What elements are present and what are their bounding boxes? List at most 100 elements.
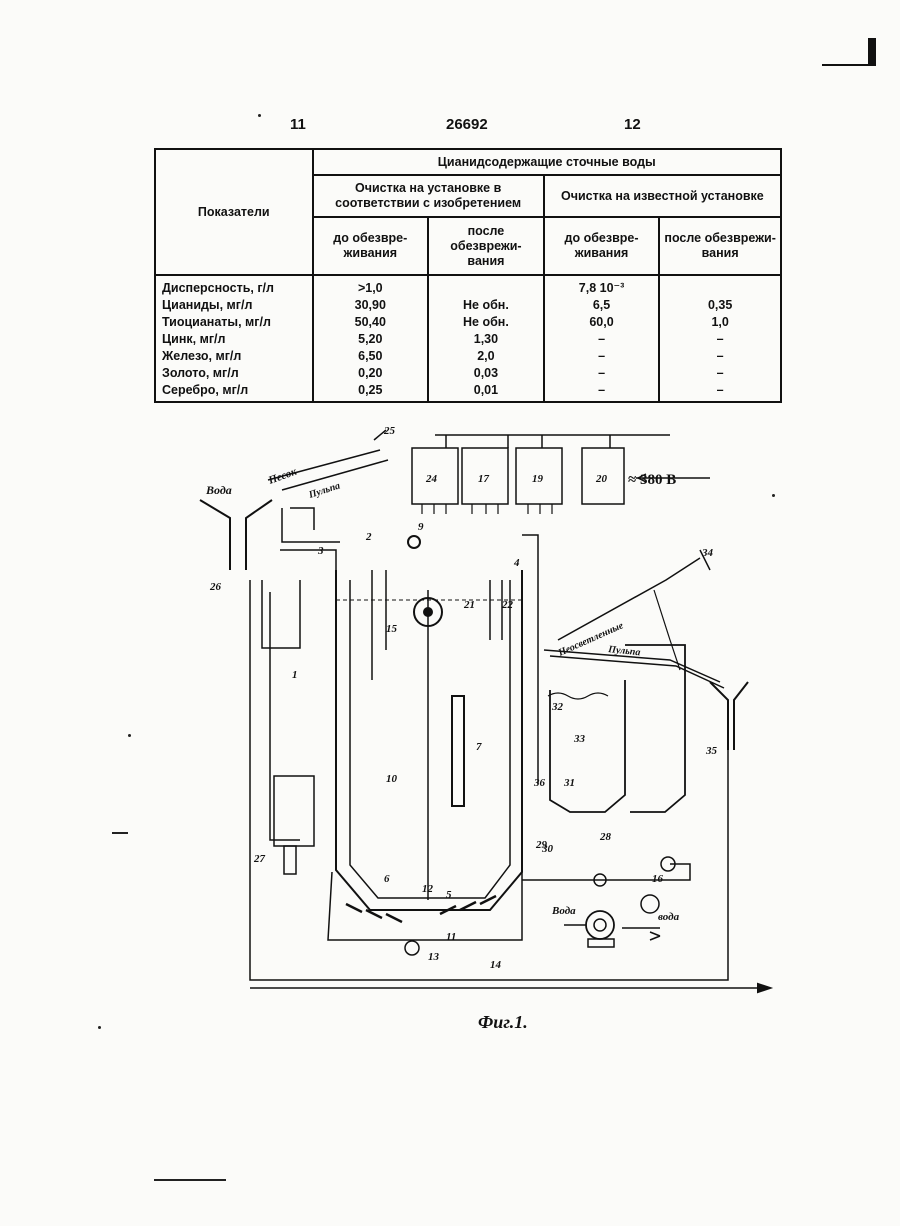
settler-33 — [550, 680, 625, 812]
table-row: Золото, мг/л0,200,03–– — [155, 365, 781, 382]
callout-34: 34 — [701, 547, 714, 559]
unit-19-label: 19 — [532, 473, 544, 485]
header-group: Цианидсодержащие сточные воды — [313, 149, 781, 175]
cell-value: 1,30 — [428, 331, 544, 348]
cell-value: >1,0 — [313, 275, 429, 297]
cell-value: 0,03 — [428, 365, 544, 382]
cell-value: 60,0 — [544, 314, 660, 331]
callout-35: 35 — [705, 745, 718, 757]
callout-11: 11 — [446, 931, 456, 943]
header-indicators: Показатели — [155, 149, 313, 275]
pump-15 — [586, 911, 614, 939]
callout-6: 6 — [384, 873, 390, 885]
callout-25: 25 — [383, 425, 396, 437]
callout-26: 26 — [209, 581, 222, 593]
corner-registration-mark — [822, 36, 878, 68]
table-row: Цианиды, мг/л30,90Не обн.6,50,35 — [155, 297, 781, 314]
row-label: Цинк, мг/л — [155, 331, 313, 348]
right-page-number: 12 — [624, 116, 641, 133]
col-after-1: после обезврежи-вания — [428, 217, 544, 275]
row-label: Цианиды, мг/л — [155, 297, 313, 314]
row-label: Тиоцианаты, мг/л — [155, 314, 313, 331]
callout-16: 16 — [652, 873, 664, 885]
cell-value: 6,5 — [544, 297, 660, 314]
cell-value: 0,01 — [428, 382, 544, 402]
cell-value: 1,0 — [659, 314, 781, 331]
callout-15: 15 — [386, 623, 398, 635]
cell-value: Не обн. — [428, 314, 544, 331]
callout-5: 5 — [446, 889, 452, 901]
cell-value: – — [544, 382, 660, 402]
callout-1: 1 — [292, 669, 298, 681]
callout-12: 12 — [422, 883, 434, 895]
label-pulpa-right: Пульпа — [607, 644, 641, 658]
label-pesok: Песок — [266, 465, 299, 487]
callout-32: 32 — [551, 701, 564, 713]
cell-value: – — [659, 348, 781, 365]
label-voda-left: Вода — [205, 483, 232, 497]
cell-value: 30,90 — [313, 297, 429, 314]
cell-value — [659, 275, 781, 297]
cell-value — [428, 275, 544, 297]
scan-speck — [128, 734, 131, 737]
cell-value: 6,50 — [313, 348, 429, 365]
table-row: Тиоцианаты, мг/л50,40Не обн.60,01,0 — [155, 314, 781, 331]
callout-30: 30 — [541, 843, 554, 855]
cell-value: 7,8 10⁻³ — [544, 275, 660, 297]
callout-7: 7 — [476, 741, 482, 753]
row-label: Золото, мг/л — [155, 365, 313, 382]
cell-value: 50,40 — [313, 314, 429, 331]
callout-10: 10 — [386, 773, 398, 785]
settler-35 — [625, 645, 685, 812]
scan-dash — [112, 832, 128, 834]
reactor-tank — [336, 570, 522, 910]
row-label: Железо, мг/л — [155, 348, 313, 365]
callout-27: 27 — [253, 853, 266, 865]
left-page-number: 11 — [290, 116, 306, 133]
table-row: Железо, мг/л6,502,0–– — [155, 348, 781, 365]
results-table: Показатели Цианидсодержащие сточные воды… — [154, 148, 782, 403]
patent-number: 26692 — [446, 116, 488, 133]
col-before-1: до обезвре-живания — [313, 217, 429, 275]
cell-value: – — [659, 382, 781, 402]
callout-14: 14 — [490, 959, 502, 971]
scan-speck — [258, 114, 261, 117]
reactor-inner-wall — [350, 580, 510, 898]
callout-2: 2 — [365, 531, 372, 543]
pump-16 — [641, 895, 659, 913]
cell-value: 5,20 — [313, 331, 429, 348]
scan-rule — [154, 1179, 226, 1181]
callout-28: 28 — [599, 831, 612, 843]
cell-value: 0,25 — [313, 382, 429, 402]
table-row: Цинк, мг/л5,201,30–– — [155, 331, 781, 348]
apparatus-schematic: Вода Песок Пульпа Неосветленные Пульпа В… — [150, 420, 800, 1020]
cell-value: – — [544, 365, 660, 382]
unit-20-label: 20 — [595, 473, 608, 485]
cell-value: – — [659, 331, 781, 348]
cell-value: – — [544, 348, 660, 365]
cell-value: 0,35 — [659, 297, 781, 314]
callout-22: 22 — [501, 599, 514, 611]
callout-4: 4 — [513, 557, 520, 569]
power-bus — [435, 435, 670, 448]
tank-26 — [274, 776, 314, 846]
label-voda-bottom-left: Вода — [551, 905, 576, 917]
col-before-2: до обезвре-живания — [544, 217, 660, 275]
row-label: Серебро, мг/л — [155, 382, 313, 402]
label-power: ≈ 380 В — [628, 472, 676, 488]
cell-value: – — [659, 365, 781, 382]
table-row: Дисперсность, г/л>1,0 7,8 10⁻³ — [155, 275, 781, 297]
subgroup-invention: Очистка на установке в соответствии с из… — [313, 175, 544, 217]
callout-31: 31 — [563, 777, 575, 789]
callout-21: 21 — [463, 599, 475, 611]
callout-13: 13 — [428, 951, 440, 963]
row-label: Дисперсность, г/л — [155, 275, 313, 297]
label-pulpa-top: Пульпа — [307, 480, 342, 501]
scan-speck — [98, 1026, 101, 1029]
cell-value: 0,20 — [313, 365, 429, 382]
cell-value: Не обн. — [428, 297, 544, 314]
label-voda-bottom: вода — [658, 911, 680, 923]
callout-36: 36 — [533, 777, 546, 789]
callout-9: 9 — [418, 521, 424, 533]
cell-value: 2,0 — [428, 348, 544, 365]
